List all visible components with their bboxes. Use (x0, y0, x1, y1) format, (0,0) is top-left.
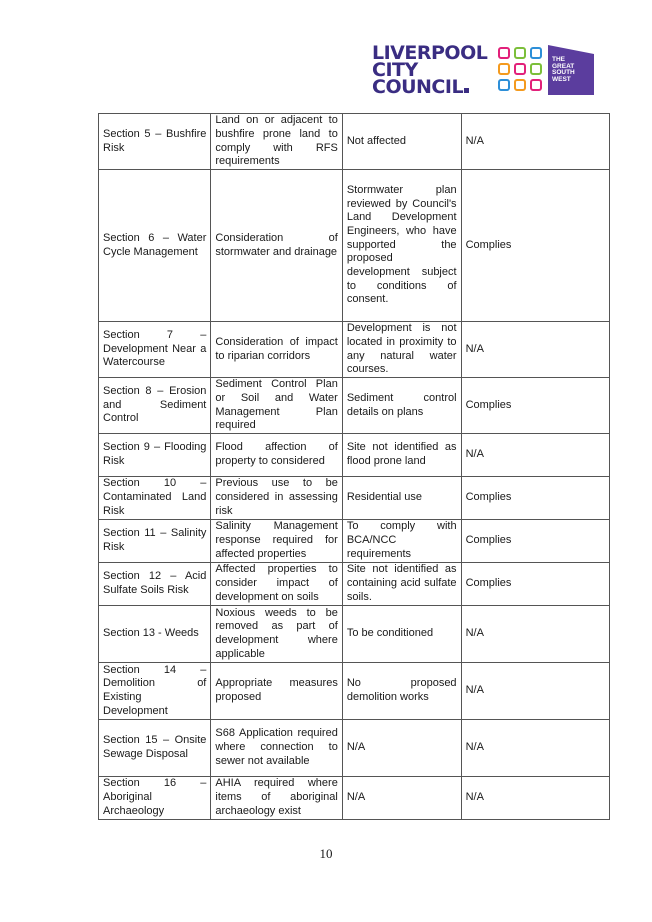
gsw-line-3: SOUTH (552, 69, 575, 76)
logo-tile-icon (530, 79, 542, 91)
requirement-cell: Noxious weeds to be removed as part of d… (210, 605, 343, 663)
logo-tile-icon (498, 63, 510, 75)
logo-tile-icon (514, 63, 526, 75)
section-cell: Section 14 – Demolition of Existing Deve… (97, 662, 212, 720)
gsw-line-2: GREAT (552, 62, 575, 70)
requirement-cell: Sediment Control Plan or Soil and Water … (210, 377, 343, 434)
comment-cell: No proposed demolition works (341, 662, 462, 720)
logo-tile-icon (498, 79, 510, 91)
logo-tile-icon (514, 47, 526, 59)
compliance-cell: Complies (460, 377, 611, 434)
compliance-cell: N/A (460, 433, 611, 477)
great-south-west-badge: THE GREAT SOUTH WEST (548, 45, 594, 95)
logo-line-1: LIVERPOOL (372, 42, 488, 64)
compliance-cell: Complies (460, 562, 611, 606)
logo-tile-icon (530, 63, 542, 75)
compliance-cell: N/A (460, 662, 611, 720)
compliance-cell: Complies (460, 519, 611, 563)
comment-cell: Site not identified as containing acid s… (341, 562, 462, 606)
gsw-line-4: WEST (552, 75, 571, 83)
table-row: Section 8 – Erosion and Sediment Control… (97, 377, 611, 434)
comment-cell: To comply with BCA/NCC requirements (341, 519, 462, 563)
liv-tile-grid-icon (498, 47, 546, 95)
section-cell: Section 12 – Acid Sulfate Soils Risk (97, 562, 212, 606)
comment-cell: Site not identified as flood prone land (341, 433, 462, 477)
logo-line-3: COUNCIL (372, 76, 464, 98)
requirement-cell: Salinity Management response required fo… (210, 519, 343, 563)
compliance-cell: N/A (460, 605, 611, 663)
section-cell: Section 9 – Flooding Risk (97, 433, 212, 477)
section-cell: Section 16 – Aboriginal Archaeology (97, 776, 212, 820)
comment-cell: N/A (341, 719, 462, 777)
table-row: Section 7 – Development Near a Watercour… (97, 321, 611, 378)
requirement-cell: Consideration of stormwater and drainage (210, 169, 343, 322)
section-cell: Section 8 – Erosion and Sediment Control (97, 377, 212, 434)
logo-dot-icon (464, 88, 470, 93)
section-cell: Section 6 – Water Cycle Management (97, 169, 212, 322)
requirement-cell: Flood affection of property to considere… (210, 433, 343, 477)
section-cell: Section 7 – Development Near a Watercour… (97, 321, 212, 378)
compliance-cell: N/A (460, 776, 611, 820)
comment-cell: Residential use (341, 476, 462, 520)
comment-cell: Sediment control details on plans (341, 377, 462, 434)
comment-cell: To be conditioned (341, 605, 462, 663)
compliance-cell: N/A (460, 113, 611, 170)
comment-cell: Development is not located in proximity … (341, 321, 462, 378)
logo-tile-icon (530, 47, 542, 59)
council-wordmark: LIVERPOOL CITY COUNCIL (372, 42, 488, 98)
logo-tile-icon (514, 79, 526, 91)
requirement-cell: AHIA required where items of aboriginal … (210, 776, 343, 820)
requirement-cell: Land on or adjacent to bushfire prone la… (210, 113, 343, 170)
requirement-cell: Appropriate measures proposed (210, 662, 343, 720)
compliance-cell: N/A (460, 321, 611, 378)
compliance-cell: N/A (460, 719, 611, 777)
comment-cell: Not affected (341, 113, 462, 170)
requirement-cell: Previous use to be considered in assessi… (210, 476, 343, 520)
gsw-line-1: THE (552, 56, 565, 63)
liverpool-city-council-logo: LIVERPOOL CITY COUNCIL THE GREAT SOUTH W… (372, 42, 600, 98)
logo-tile-icon (498, 47, 510, 59)
requirement-cell: Consideration of impact to riparian corr… (210, 321, 343, 378)
page-number: 10 (319, 846, 333, 861)
comment-cell: Stormwater plan reviewed by Council's La… (341, 169, 462, 322)
comment-cell: N/A (341, 776, 462, 820)
requirement-cell: S68 Application required where connectio… (210, 719, 343, 777)
section-cell: Section 5 – Bushfire Risk (97, 113, 212, 170)
section-cell: Section 15 – Onsite Sewage Disposal (97, 719, 212, 777)
requirement-cell: Affected properties to consider impact o… (210, 562, 343, 606)
logo-line-2: CITY (372, 59, 418, 81)
compliance-cell: Complies (460, 476, 611, 520)
section-cell: Section 13 - Weeds (97, 605, 212, 663)
section-cell: Section 10 – Contaminated Land Risk (97, 476, 212, 520)
section-cell: Section 11 – Salinity Risk (97, 519, 212, 563)
compliance-cell: Complies (460, 169, 611, 322)
table-row: Section 14 – Demolition of Existing Deve… (97, 662, 611, 720)
